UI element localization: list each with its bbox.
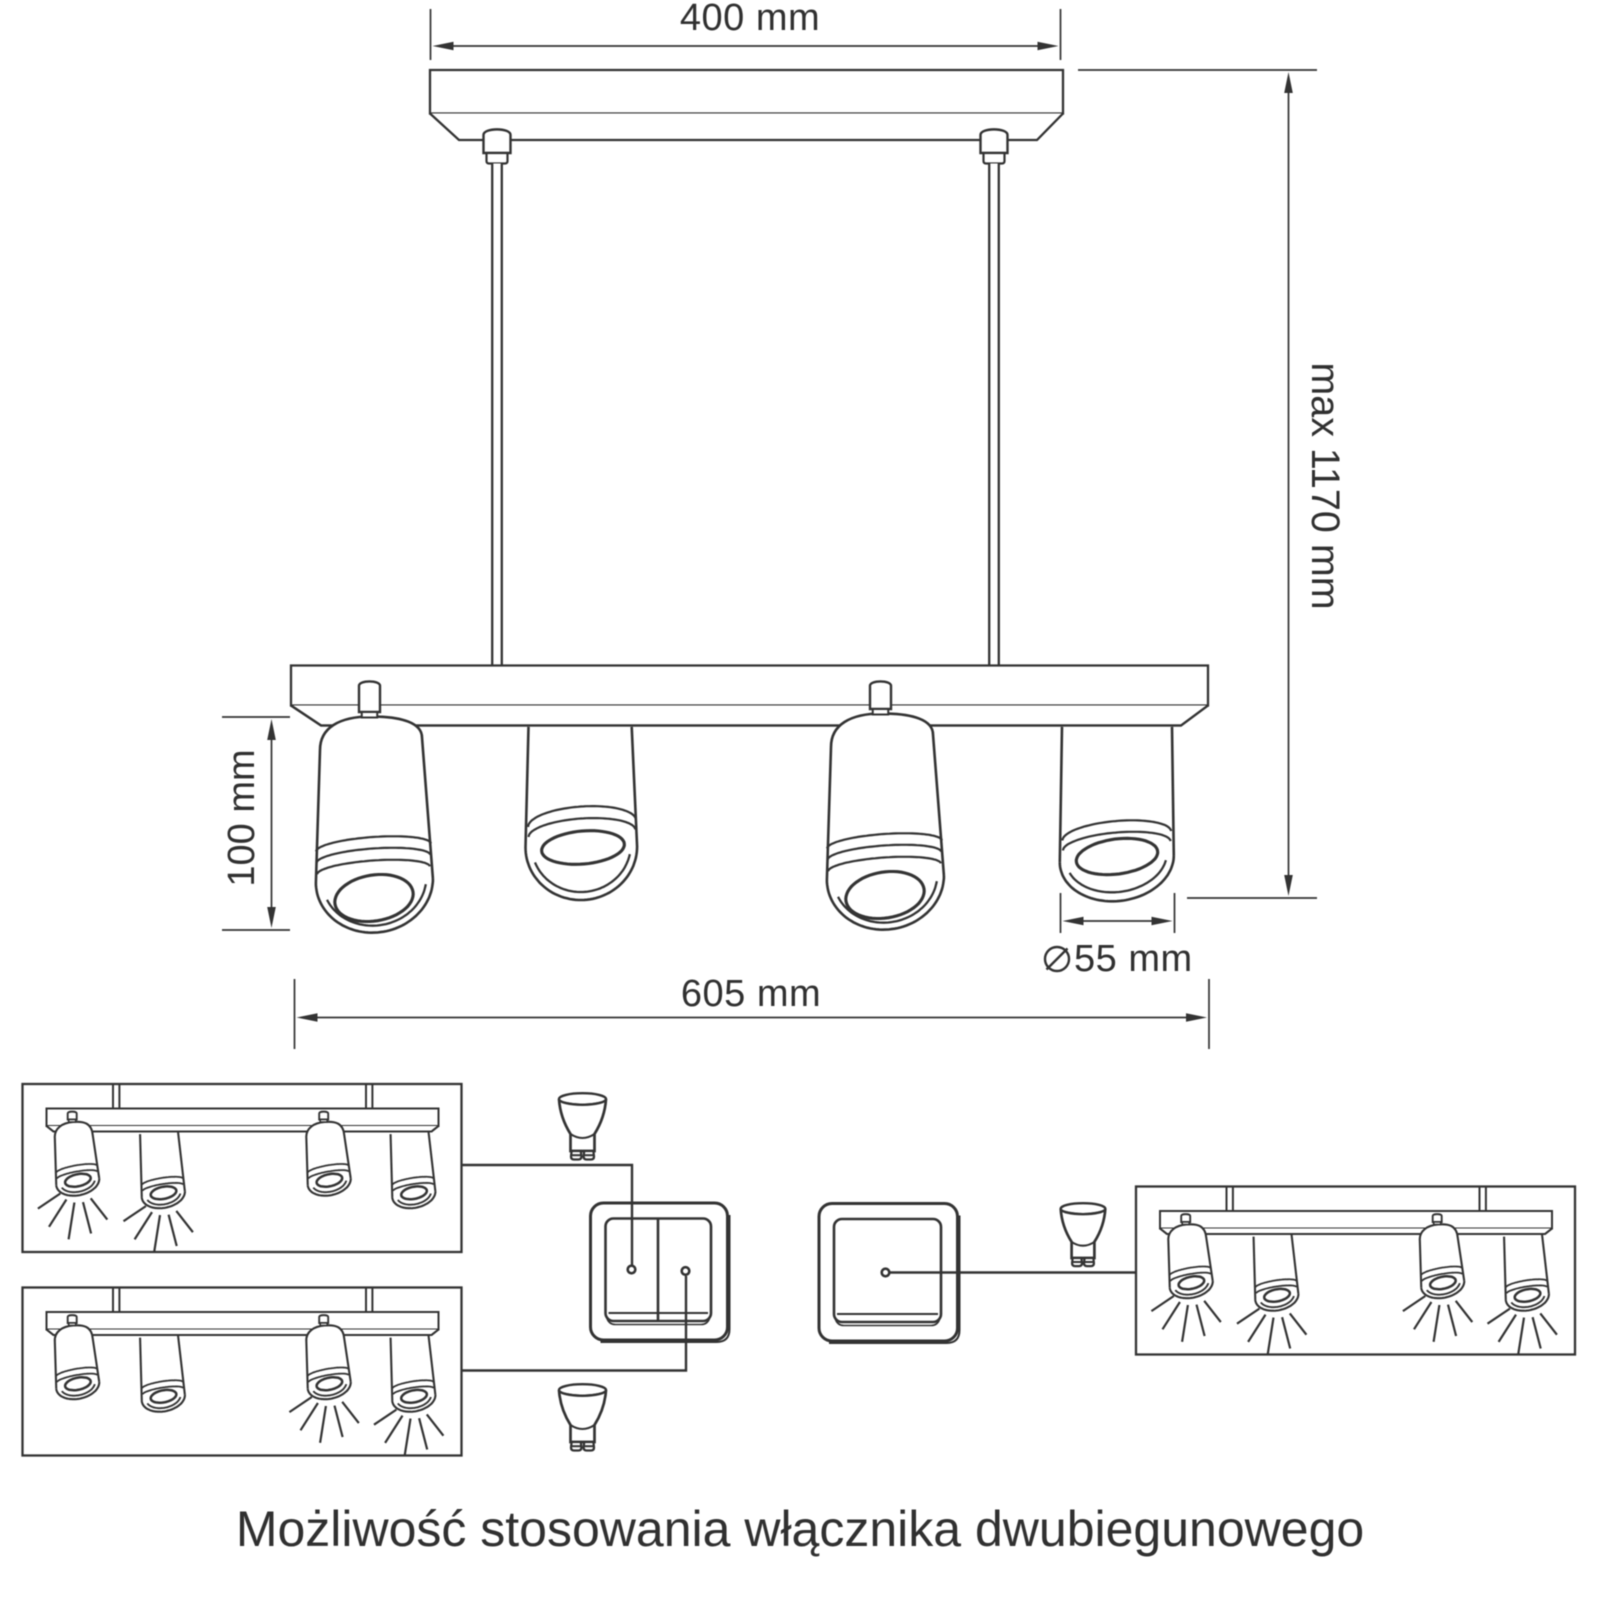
- svg-text:Możliwość stosowania włącznika: Możliwość stosowania włącznika dwubiegun…: [236, 1501, 1364, 1557]
- svg-text:605 mm: 605 mm: [681, 973, 821, 1015]
- svg-text:100 mm: 100 mm: [221, 749, 263, 886]
- svg-text:max 1170 mm: max 1170 mm: [1303, 362, 1347, 609]
- svg-text:55 mm: 55 mm: [1074, 938, 1193, 980]
- svg-text:400 mm: 400 mm: [680, 0, 820, 39]
